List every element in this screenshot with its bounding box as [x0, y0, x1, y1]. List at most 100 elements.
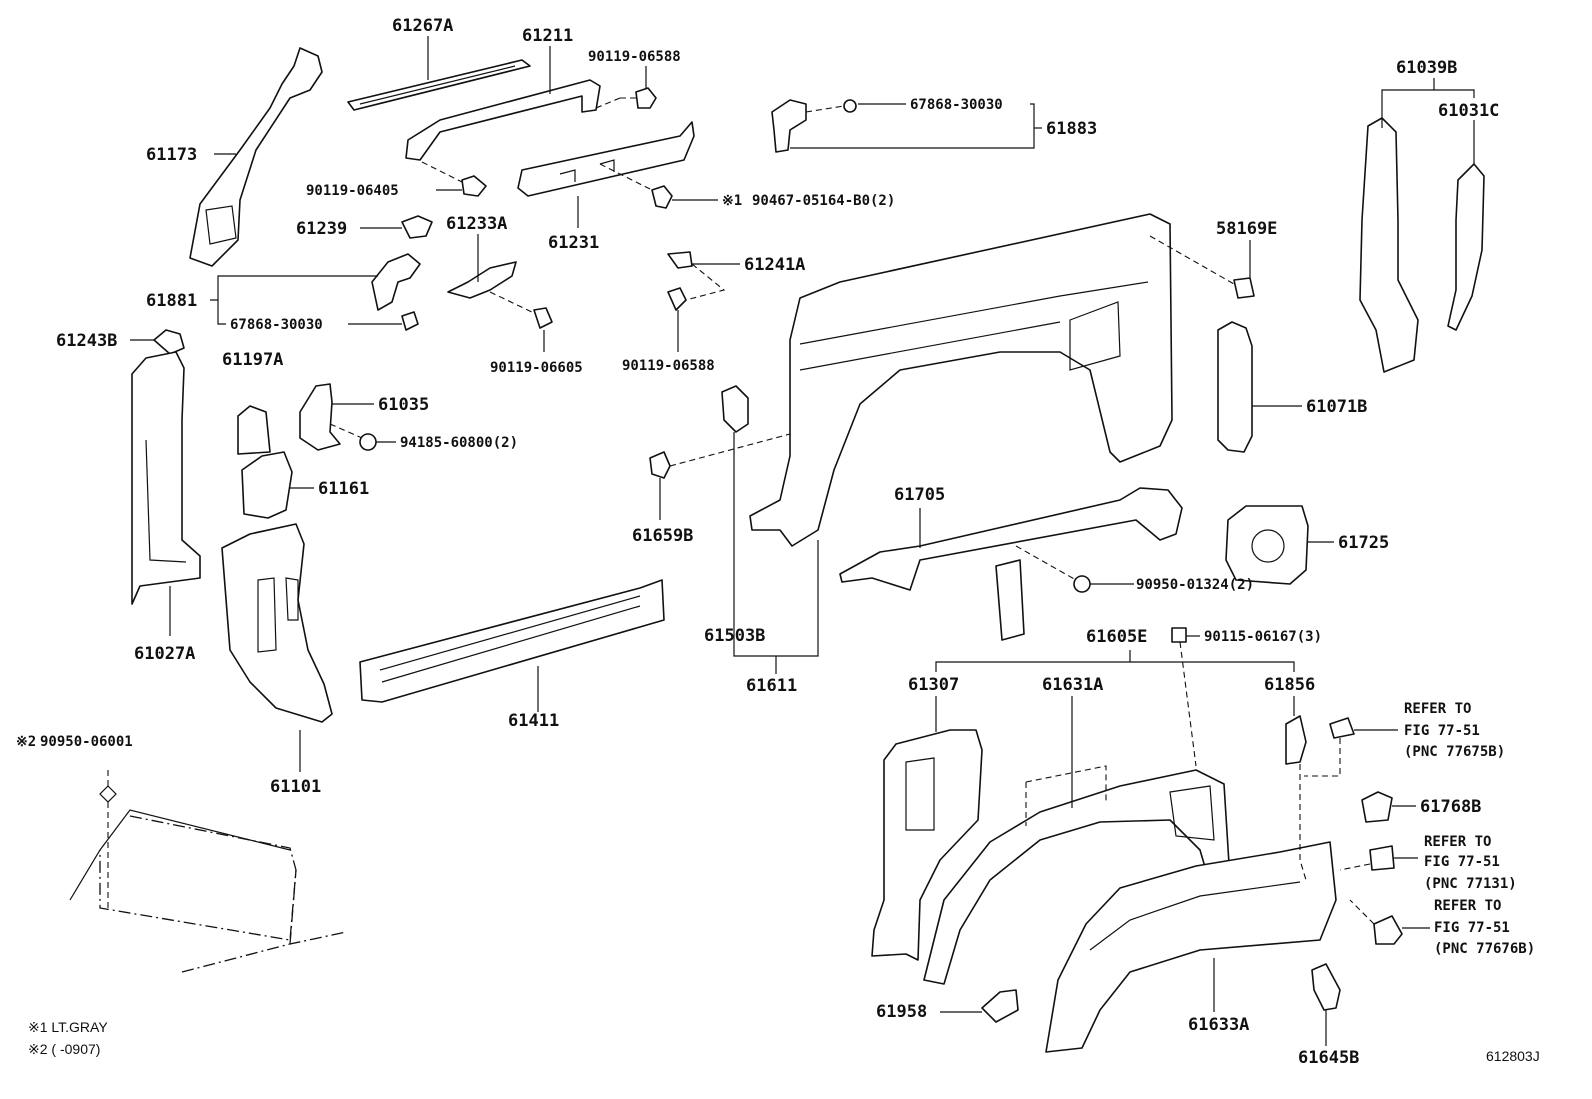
label-61768B: 61768B	[1420, 797, 1481, 817]
label-61039B: 61039B	[1396, 58, 1457, 78]
part-61197A	[237, 405, 271, 455]
label-61503B: 61503B	[704, 626, 765, 646]
svg-text:FIG 77-51: FIG 77-51	[1424, 854, 1500, 870]
refer-77131: REFER TO FIG 77-51 (PNC 77131)	[1424, 834, 1517, 892]
label-61659B: 61659B	[632, 526, 693, 546]
label-61101: 61101	[270, 777, 321, 797]
leader-lines	[130, 36, 1475, 1046]
part-61411	[359, 579, 665, 703]
part-61611-quarter-panel	[749, 213, 1173, 547]
part-61659B	[649, 451, 671, 479]
svg-text:REFER TO: REFER TO	[1424, 834, 1491, 850]
svg-text:FIG 77-51: FIG 77-51	[1434, 920, 1510, 936]
ref-bracket-77676B	[1373, 915, 1403, 945]
part-61071B	[1217, 321, 1253, 453]
label-58169E: 58169E	[1216, 219, 1277, 239]
label-61881: 61881	[146, 291, 197, 311]
bolt-90119-06588-top	[635, 87, 657, 109]
label-61605E: 61605E	[1086, 627, 1147, 647]
label-61211: 61211	[522, 26, 573, 46]
label-90119-06405: 90119-06405	[306, 183, 399, 199]
label-61883: 61883	[1046, 119, 1097, 139]
label-90119-06588-mid: 90119-06588	[622, 358, 715, 374]
label-90115-06167: 90115-06167(3)	[1204, 629, 1322, 645]
figure-code: 612803J	[1486, 1048, 1540, 1064]
refer-to-blocks: REFER TO FIG 77-51 (PNC 77675B) REFER TO…	[1404, 701, 1535, 957]
label-61411: 61411	[508, 711, 559, 731]
label-61958: 61958	[876, 1002, 927, 1022]
part-61645B	[1311, 963, 1341, 1011]
part-61027A	[131, 351, 201, 605]
label-61705: 61705	[894, 485, 945, 505]
label-61633A: 61633A	[1188, 1015, 1249, 1035]
part-61243B	[153, 329, 185, 355]
part-61856	[1285, 715, 1307, 765]
part-61211	[405, 79, 601, 161]
label-61307: 61307	[908, 675, 959, 695]
label-61631A: 61631A	[1042, 675, 1103, 695]
svg-text:FIG 77-51: FIG 77-51	[1404, 723, 1480, 739]
ref-bracket-77131	[1369, 845, 1395, 871]
note1-mark: ※1	[722, 193, 742, 209]
label-61031C: 61031C	[1438, 101, 1499, 121]
label-61241A: 61241A	[744, 255, 805, 275]
label-90119-06588-top: 90119-06588	[588, 49, 681, 65]
label-61611: 61611	[746, 676, 797, 696]
svg-text:REFER TO: REFER TO	[1404, 701, 1471, 717]
label-61645B: 61645B	[1298, 1048, 1359, 1068]
vehicle-location-inset	[69, 770, 347, 973]
label-61233A: 61233A	[446, 214, 507, 234]
bolt-90119-06405	[461, 175, 487, 197]
label-90950-06001: 90950-06001	[40, 734, 133, 750]
svg-text:(PNC 77675B): (PNC 77675B)	[1404, 744, 1505, 760]
part-61503B	[721, 385, 749, 433]
label-61243B: 61243B	[56, 331, 117, 351]
svg-text:(PNC 77131): (PNC 77131)	[1424, 876, 1517, 892]
label-61239: 61239	[296, 219, 347, 239]
ref-bracket-77675B	[1329, 717, 1355, 739]
part-61705	[839, 487, 1183, 641]
note-lt-gray: ※1 LT.GRAY	[28, 1019, 108, 1035]
label-61161: 61161	[318, 479, 369, 499]
part-61241A	[667, 251, 693, 311]
part-61725	[1225, 505, 1309, 585]
part-61883	[771, 99, 857, 153]
part-61101	[221, 523, 333, 723]
label-61035: 61035	[378, 395, 429, 415]
label-61231: 61231	[548, 233, 599, 253]
note-date-range: ※2 ( -0907)	[28, 1041, 100, 1057]
part-61881	[371, 253, 421, 331]
part-61307	[871, 729, 983, 961]
footnotes: ※1 LT.GRAY ※2 ( -0907) 612803J	[28, 1019, 1540, 1064]
label-90119-06605: 90119-06605	[490, 360, 583, 376]
label-67868-30030-mid: 67868-30030	[230, 317, 323, 333]
bolt-90115-06167	[1171, 627, 1187, 643]
part-61768B	[1361, 791, 1393, 823]
label-61267A: 61267A	[392, 16, 453, 36]
label-61197A: 61197A	[222, 350, 283, 370]
note2-mark: ※2	[16, 734, 36, 750]
part-61267A	[347, 59, 531, 111]
part-61039B	[1359, 117, 1419, 373]
label-90950-01324: 90950-01324(2)	[1136, 577, 1254, 593]
refer-77675B: REFER TO FIG 77-51 (PNC 77675B)	[1404, 701, 1505, 760]
bolt-90119-06605	[533, 307, 553, 329]
bolt-90950-01324	[1073, 575, 1091, 593]
part-number-labels: 61267A 61211 90119-06588 67868-30030 618…	[16, 16, 1499, 1068]
part-61633A	[1045, 841, 1337, 1053]
label-61725: 61725	[1338, 533, 1389, 553]
label-61173: 61173	[146, 145, 197, 165]
part-61233A	[447, 261, 517, 299]
svg-text:(PNC 77676B): (PNC 77676B)	[1434, 941, 1535, 957]
refer-77676B: REFER TO FIG 77-51 (PNC 77676B)	[1434, 898, 1535, 957]
part-61035	[299, 383, 377, 451]
label-90467-05164-B0: 90467-05164-B0(2)	[752, 193, 895, 209]
part-61031C	[1447, 163, 1485, 331]
label-67868-30030-top: 67868-30030	[910, 97, 1003, 113]
label-61071B: 61071B	[1306, 397, 1367, 417]
label-94185-60800: 94185-60800(2)	[400, 435, 518, 451]
part-61173	[189, 47, 323, 267]
label-61027A: 61027A	[134, 644, 195, 664]
part-61161	[241, 451, 293, 519]
